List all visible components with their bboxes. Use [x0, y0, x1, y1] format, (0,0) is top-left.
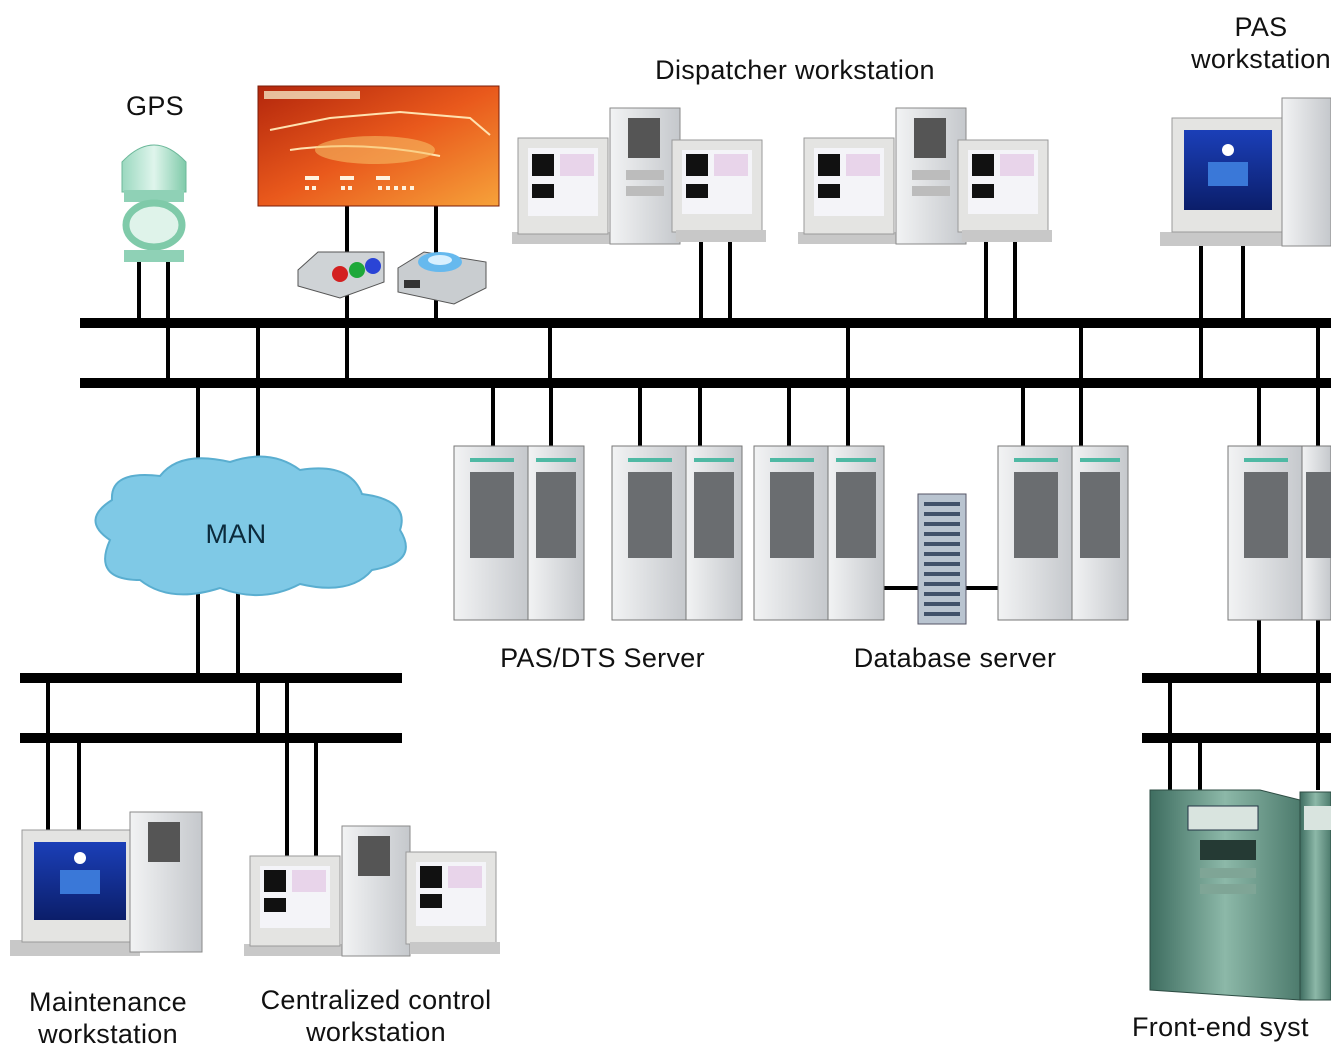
man-label-text: MAN — [205, 519, 267, 549]
dispatcher-workstation-1-icon — [512, 107, 766, 245]
centralized-control-workstation-label: Centralized control workstation — [232, 984, 520, 1048]
gps-label-text: GPS — [126, 91, 184, 121]
dispatcher-workstation-2-icon — [798, 107, 1052, 245]
maintenance-workstation-label-line2: workstation — [38, 1019, 178, 1048]
database-server-pair-1-icon — [753, 445, 885, 621]
backbone-buses — [20, 318, 1331, 743]
centralized-control-workstation-label-line1: Centralized control — [260, 985, 492, 1015]
display-wall-icon — [257, 85, 500, 207]
local-bus-lower-right — [1142, 733, 1331, 743]
local-bus-upper-left — [20, 673, 402, 683]
backbone-bus-upper — [80, 318, 1331, 328]
database-server-pair-2-icon — [997, 445, 1129, 621]
pas-dts-server-pair-1-icon — [453, 445, 585, 621]
pas-dts-server-pair-2-icon — [611, 445, 743, 621]
projector-rgb-icon — [297, 251, 385, 299]
front-end-system-label-text: Front-end syst — [1132, 1012, 1309, 1042]
backbone-bus-lower — [80, 378, 1331, 388]
gps-label: GPS — [108, 90, 202, 122]
local-bus-lower-left — [20, 733, 402, 743]
database-server-label-text: Database server — [853, 643, 1057, 673]
man-cloud-icon — [94, 455, 407, 597]
front-end-cabinet-icon — [1149, 789, 1331, 1001]
front-end-server-pair-icon — [1227, 445, 1331, 621]
pas-workstation-label-line1: PAS — [1234, 12, 1288, 42]
gps-receiver-icon — [121, 144, 187, 262]
projector-icon — [397, 251, 487, 305]
dispatcher-workstation-label-text: Dispatcher workstation — [655, 55, 935, 85]
maintenance-workstation-label-line1: Maintenance — [29, 987, 187, 1017]
front-end-system-label: Front-end syst — [1132, 1011, 1331, 1043]
pas-workstation-label-line2: workstation — [1191, 44, 1331, 74]
database-server-label: Database server — [826, 642, 1084, 674]
dispatcher-workstation-label: Dispatcher workstation — [620, 54, 970, 86]
pas-workstation-icon — [1160, 97, 1331, 247]
pas-dts-server-label-text: PAS/DTS Server — [500, 643, 705, 673]
disk-array-icon — [917, 493, 967, 625]
maintenance-workstation-icon — [10, 811, 203, 956]
pas-workstation-label: PAS workstation — [1176, 11, 1331, 75]
local-bus-upper-right — [1142, 673, 1331, 683]
maintenance-workstation-label: Maintenance workstation — [0, 986, 216, 1048]
centralized-control-workstation-icon — [244, 825, 500, 957]
centralized-control-workstation-label-line2: workstation — [306, 1017, 446, 1047]
man-label: MAN — [186, 518, 286, 550]
pas-dts-server-label: PAS/DTS Server — [470, 642, 735, 674]
